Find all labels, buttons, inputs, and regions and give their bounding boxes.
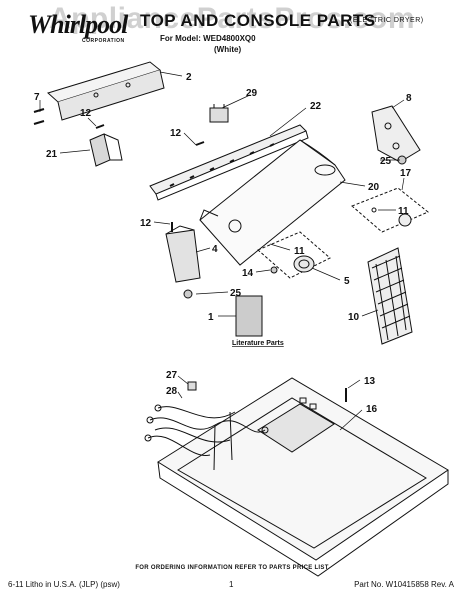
model-line: For Model: WED4800XQ0 [160,34,256,43]
part-17-knob-kit-outline [351,187,429,233]
part-5-knob [293,255,315,273]
callout-11: 11 [398,206,409,217]
brand-logo: Whirlpool [28,10,128,39]
part-29-switch [209,107,229,123]
part-2-hole [93,92,99,98]
footer-page-number: 1 [229,580,234,589]
part-12-screw [95,124,105,129]
callout-25: 25 [380,156,392,167]
part-14-nut [270,266,278,274]
part-11-knob-hole [228,219,242,233]
part-27-connector [187,381,197,391]
callout-7: 7 [34,92,40,103]
callout-27: 27 [166,370,178,381]
part-21-bracket [89,133,111,167]
callout-12b: 12 [170,128,182,139]
callout-20: 20 [368,182,380,193]
product-type: (ELECTRIC DRYER) [350,17,424,24]
callout-11b: 11 [294,246,305,257]
part-1-literature [235,295,263,337]
brand-subtitle: CORPORATION [82,38,125,44]
callout-1: 1 [208,312,214,323]
part-11-knob-set-outline [257,231,331,279]
callout-5: 5 [344,276,350,287]
part-4-end-cap [165,229,201,283]
callout-8: 8 [406,93,412,104]
callout-22: 22 [310,101,322,112]
footer-part-number: Part No. W10415858 Rev. A [354,580,454,589]
part-20-console-body [199,139,346,266]
part-7-screw [33,108,45,113]
footer-litho: 6-11 Litho in U.S.A. (JLP) (psw) [8,580,120,589]
callout-12: 12 [80,108,92,119]
part-8-end-cap [371,105,421,163]
callout-25b: 25 [230,288,242,299]
callout-28: 28 [166,386,178,397]
callout-12c: 12 [140,218,152,229]
callout-17: 17 [400,168,412,179]
callout-21: 21 [46,149,58,160]
callout-4: 4 [212,244,218,255]
part-28-wire-harness [144,404,269,471]
page-title: TOP AND CONSOLE PARTS [140,11,376,30]
callout-10: 10 [348,312,360,323]
ordering-note: FOR ORDERING INFORMATION REFER TO PARTS … [135,565,329,571]
color-line: (White) [214,45,242,54]
part-10-lint-screen [367,247,413,345]
callout-2: 2 [186,72,192,83]
callout-29: 29 [246,88,258,99]
callout-16: 16 [366,404,378,415]
callout-14: 14 [242,268,254,279]
callout-13: 13 [364,376,376,387]
literature-parts-label: Literature Parts [232,340,284,347]
